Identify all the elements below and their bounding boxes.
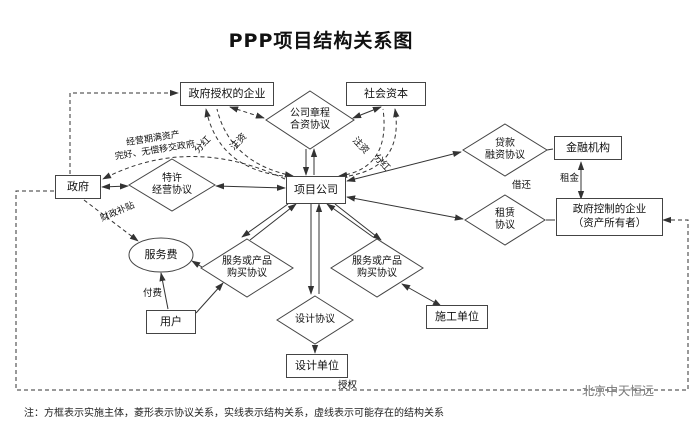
node-label-line2: （资产所有者） <box>572 217 647 229</box>
node-construction-unit: 施工单位 <box>426 305 488 329</box>
node-label-line1: 政府控制的企业 <box>572 203 647 216</box>
edge-company-lease <box>346 195 464 221</box>
diagram-title: PPP项目结构关系图 <box>228 30 414 52</box>
edge-government-govauthorized-dashed <box>69 89 179 174</box>
node-label: 施工单位 <box>435 309 479 323</box>
edge-user-purchaseleft <box>195 282 224 314</box>
edge-dividend-left-arc <box>204 108 284 177</box>
node-gov-controlled-enterprise: 政府控制的企业 （资产所有者） <box>556 198 663 236</box>
node-label: 社会资本 <box>364 86 408 100</box>
edge-govauthorized-charter-dashed <box>229 106 265 119</box>
node-design-unit: 设计单位 <box>286 354 348 378</box>
edge-subsidy-dashed <box>83 199 139 242</box>
diamond-purchase-agreement-right <box>330 238 424 298</box>
edge-government-franchise <box>101 183 129 190</box>
diamond-design-agreement <box>276 295 354 345</box>
edge-label-rent: 租金 <box>560 173 580 184</box>
node-label: 金融机构 <box>566 140 610 154</box>
edge-company-purchaseleft-b <box>249 203 297 241</box>
node-label: 政府授权的企业 <box>188 86 266 100</box>
edge-purchaseright-construction <box>401 283 442 307</box>
node-label: 设计单位 <box>295 358 339 372</box>
diamond-franchise-agreement <box>128 158 216 212</box>
diamond-purchase-agreement-left <box>200 238 294 298</box>
edge-government-govcontrolled-authorize-dashed <box>15 190 689 391</box>
edge-socialcapital-charter <box>352 106 382 119</box>
node-financial-institution: 金融机构 <box>554 136 622 160</box>
edge-franchise-company <box>215 183 286 191</box>
edge-purchaseleft-servicefee <box>191 260 203 268</box>
node-social-capital: 社会资本 <box>346 82 426 106</box>
diamond-lease-agreement <box>464 194 546 246</box>
edge-user-servicefee-pay <box>159 272 169 310</box>
node-government: 政府 <box>55 175 101 199</box>
node-label: 项目公司 <box>294 182 338 196</box>
diamond-charter-agreement <box>265 90 355 150</box>
edge-label-loan-repay: 借还 <box>512 180 532 191</box>
edge-loan-financial <box>546 148 554 151</box>
edge-company-purchaseright-b <box>326 203 374 238</box>
node-label: 政府 <box>67 179 89 193</box>
node-user: 用户 <box>146 310 196 334</box>
edge-company-loan <box>346 150 462 183</box>
node-label: 用户 <box>160 314 182 328</box>
diamond-loan-agreement <box>462 123 548 177</box>
node-project-company: 项目公司 <box>286 176 346 204</box>
ellipse-service-fee <box>128 237 194 273</box>
edge-company-purchaseleft-a <box>241 203 289 238</box>
edge-label-pay: 付费 <box>143 288 163 299</box>
watermark-text: 北京中天恒远 <box>582 384 655 398</box>
legend-note: 注：方框表示实施主体，菱形表示协议关系，实线表示结构关系，虚线表示可能存在的结构… <box>24 408 444 419</box>
edge-inject-left-arc <box>216 108 294 178</box>
edge-company-purchaseright-a <box>334 203 382 241</box>
node-gov-authorized-enterprise: 政府授权的企业 <box>180 82 274 106</box>
edge-label-authorize: 授权 <box>338 380 358 391</box>
